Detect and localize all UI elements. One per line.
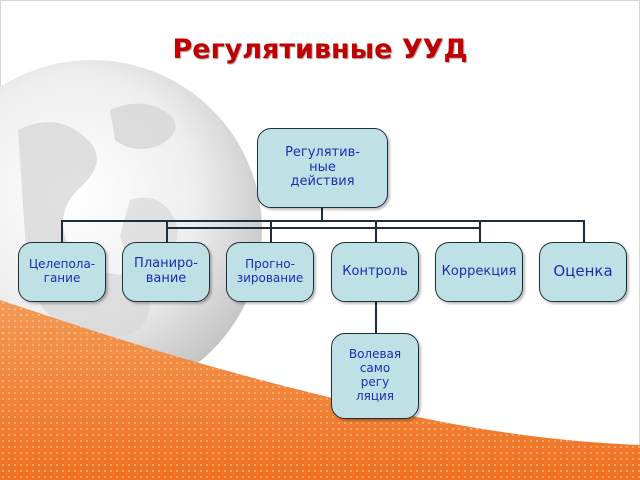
connector-child-5 [479,220,481,243]
orange-band-graphic [0,300,640,480]
node-root-regulative-actions: Регулятив- ные действия [257,128,388,208]
connector-bus [62,220,584,222]
node-planning: Планиро- вание [122,242,210,302]
connector-child-3 [270,220,272,243]
connector-child-1 [61,220,63,243]
connector-control-down [375,300,377,334]
node-volitional-self-regulation: Волевая само регу ляция [331,333,419,419]
page-title: Регулятивные УУД [172,34,468,65]
node-forecasting: Прогно- зирование [226,242,314,302]
connector-child-6 [583,220,585,243]
node-assessment: Оценка [539,242,627,302]
connector-child-4 [375,220,377,243]
node-control: Контроль [331,242,419,302]
connector-root-down [321,207,323,221]
node-goal-setting: Целепола- гание [18,242,106,302]
connector-bus-secondary [166,227,480,229]
connector-child-2 [166,220,168,243]
node-correction: Коррекция [435,242,523,302]
